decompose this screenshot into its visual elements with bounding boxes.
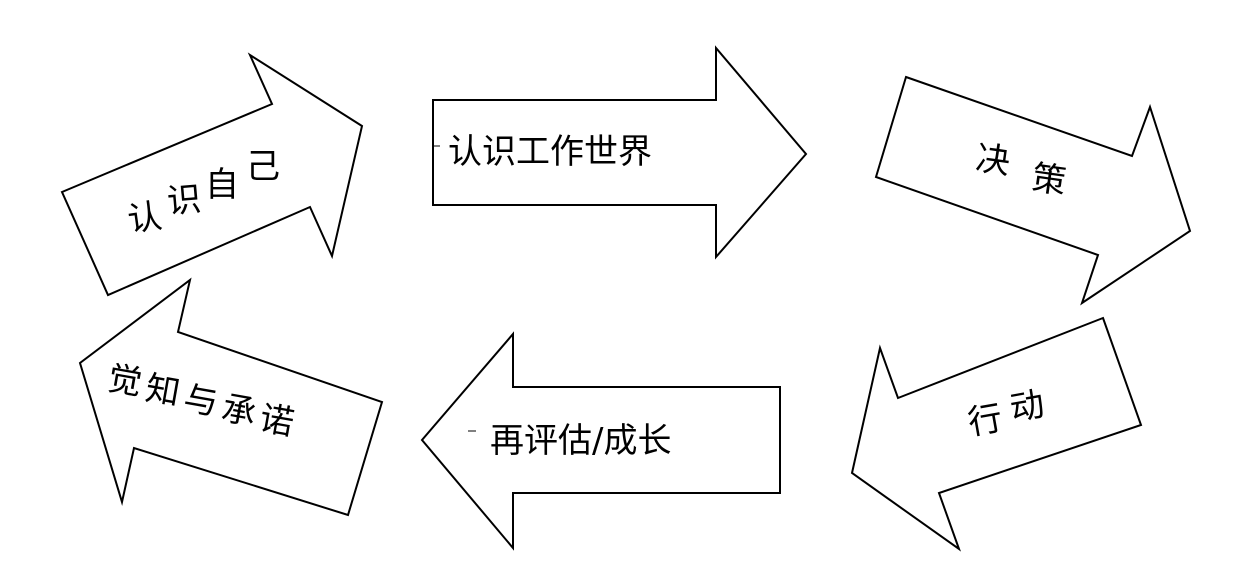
step-arrow-awareness-commitment: 觉 知 与 承 诺 — [78, 277, 384, 517]
arrow-reassess-grow-shape — [420, 331, 781, 551]
step-label: 再评估/成长 — [490, 421, 671, 461]
step-label-char: 策 — [1029, 158, 1068, 202]
step-label-char: 己 — [246, 147, 280, 187]
step-label-char: 承 — [219, 389, 259, 434]
step-label-char: 动 — [1007, 384, 1047, 429]
arrow-know-work-world-shape — [432, 45, 808, 260]
step-label-char: 诺 — [257, 399, 297, 444]
step-arrow-know-self: 认 识 自 己 — [60, 52, 364, 297]
step-label-char: 识 — [165, 179, 202, 222]
step-label: 认识工作世界 — [448, 132, 652, 172]
step-label-char: 决 — [973, 138, 1012, 182]
arrow-know-self-shape — [60, 52, 364, 297]
step-label-char: 知 — [143, 369, 183, 414]
step-label-char: 自 — [205, 165, 239, 205]
arrow-action-shape — [850, 316, 1143, 552]
step-arrow-action: 行 动 — [850, 316, 1143, 552]
step-label-char: 行 — [965, 398, 1005, 443]
step-arrow-reassess-grow: 再评估/成长 — [420, 331, 781, 551]
step-label-char: 与 — [181, 379, 221, 424]
arrow-awareness-commitment-shape — [78, 277, 384, 517]
step-arrow-know-work-world: 认识工作世界 — [432, 45, 808, 260]
step-label-char: 认 — [125, 196, 164, 240]
arrow-decision-shape — [874, 75, 1192, 306]
step-arrow-decision: 决 策 — [874, 75, 1192, 306]
step-label-char: 觉 — [105, 359, 145, 404]
